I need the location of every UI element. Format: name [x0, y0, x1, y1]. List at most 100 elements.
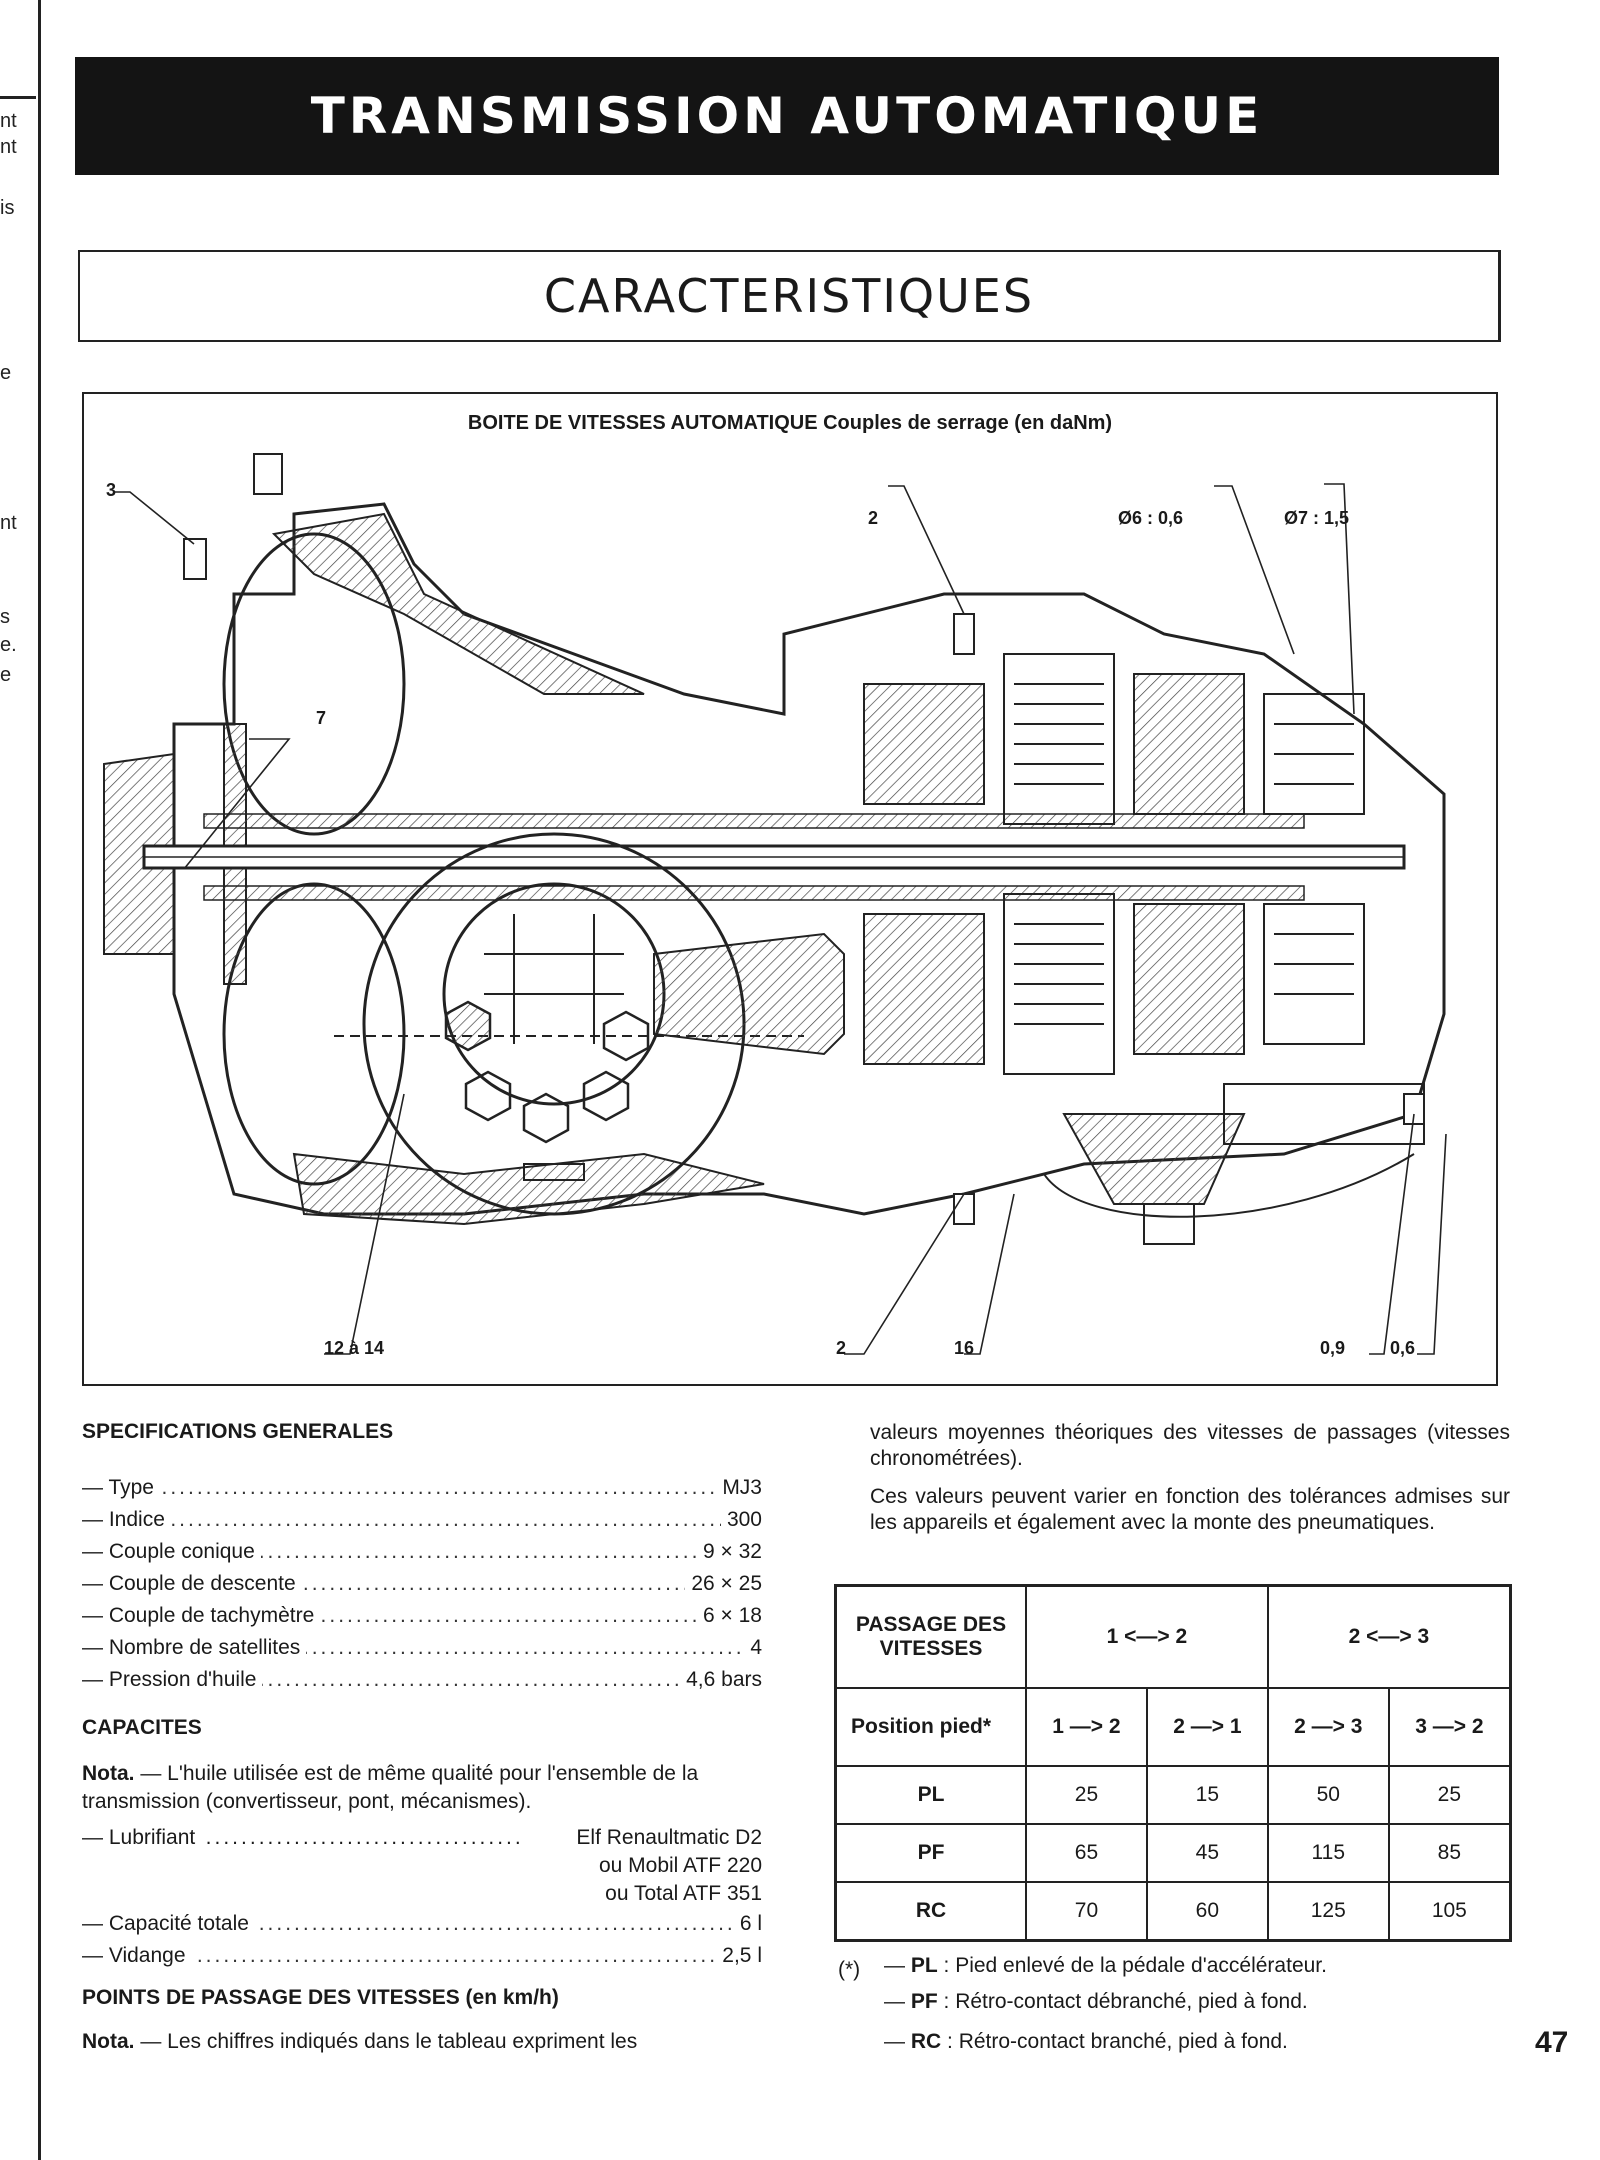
table-cell: 45: [1145, 1823, 1269, 1883]
table-cell: 15: [1145, 1765, 1269, 1825]
table-subheader: 2 —> 1: [1145, 1687, 1269, 1767]
spec-row: ........................................…: [82, 1536, 762, 1568]
callout-0-9: 0,9: [1320, 1338, 1346, 1358]
margin-fragment: s: [0, 606, 10, 628]
page-title: TRANSMISSION AUTOMATIQUE: [310, 87, 1264, 145]
specs-heading: SPECIFICATIONS GENERALES: [82, 1420, 394, 1443]
table-cell: 115: [1266, 1823, 1390, 1883]
spec-value: 6 × 18: [697, 1600, 762, 1632]
table-group-header: 1 <—> 2: [1025, 1584, 1269, 1689]
table-cell: 105: [1387, 1881, 1512, 1942]
margin-fragment: e.: [0, 634, 17, 656]
callout-12-14: 12 à 14: [324, 1338, 385, 1358]
table-cell: 25: [1025, 1765, 1148, 1825]
figure-title: BOITE DE VITESSES AUTOMATIQUE Couples de…: [467, 412, 1113, 434]
callout-2-bottom: 2: [836, 1338, 847, 1358]
spec-value: 26 × 25: [685, 1568, 762, 1600]
spec-label: — Nombre de satellites: [82, 1632, 307, 1664]
page-number: 47: [1535, 2026, 1569, 2059]
table-corner-cell: PASSAGE DES VITESSES: [834, 1584, 1027, 1689]
spec-row: ........................................…: [82, 1504, 762, 1536]
margin-fragment: is: [0, 197, 15, 219]
row-label: PL: [834, 1765, 1027, 1825]
spec-row: ........................................…: [82, 1664, 762, 1696]
margin-fragment: nt: [0, 512, 17, 534]
table-row: PF 65 45 115 85: [834, 1823, 1512, 1883]
spec-label: — Couple conique: [82, 1536, 261, 1568]
footnote-pl: — PL : Pied enlevé de la pédale d'accélé…: [884, 1954, 1327, 1977]
shift-points-table: PASSAGE DES VITESSES 1 <—> 2 2 <—> 3 Pos…: [834, 1584, 1512, 1942]
spec-value: 4,6 bars: [680, 1664, 762, 1696]
table-cell: 60: [1145, 1881, 1269, 1942]
capacity-label: — Capacité totale: [82, 1908, 255, 1940]
row-label: PF: [834, 1823, 1027, 1883]
left-column: SPECIFICATIONS GENERALES ...............…: [82, 1420, 762, 2056]
right-paragraph-1: valeurs moyennes théoriques des vitesses…: [870, 1421, 1510, 1470]
spec-value: MJ3: [716, 1472, 762, 1504]
lubrifiant-values: Elf Renaultmatic D2 ou Mobil ATF 220 ou …: [576, 1826, 762, 1905]
spec-label: — Pression d'huile: [82, 1664, 263, 1696]
right-column: valeurs moyennes théoriques des vitesses…: [870, 1420, 1510, 1536]
spec-label: — Couple de tachymètre: [82, 1600, 321, 1632]
spec-value: 300: [720, 1504, 762, 1536]
spec-label: — Indice: [82, 1504, 171, 1536]
transmission-figure: BOITE DE VITESSES AUTOMATIQUE Couples de…: [82, 392, 1498, 1386]
capacity-value: 2,5 l: [716, 1940, 762, 1972]
lubrifiant-label: — Lubrifiant: [82, 1824, 202, 1852]
table-subheader: 3 —> 2: [1387, 1687, 1512, 1767]
table-row: RC 70 60 125 105: [834, 1881, 1512, 1942]
transmission-cutaway-drawing: [103, 453, 1447, 1355]
margin-fragment: nt: [0, 110, 17, 132]
section-title: CARACTERISTIQUES: [543, 269, 1035, 323]
passage-nota: Nota. — Les chiffres indiqués dans le ta…: [82, 2030, 638, 2053]
spec-value: 9 × 32: [697, 1536, 762, 1568]
callout-3: 3: [106, 480, 117, 500]
table-cell: 65: [1025, 1823, 1148, 1883]
row-label: RC: [834, 1881, 1027, 1942]
capacites-nota: Nota. — L'huile utilisée est de même qua…: [82, 1762, 699, 1813]
section-title-box: CARACTERISTIQUES: [78, 250, 1501, 342]
spec-label: — Couple de descente: [82, 1568, 302, 1600]
footnote-pf: — PF : Rétro-contact débranché, pied à f…: [884, 1990, 1308, 2013]
left-margin-rule: [38, 0, 41, 2160]
table-subheader: 1 —> 2: [1025, 1687, 1148, 1767]
capacites-heading: CAPACITES: [82, 1716, 202, 1739]
table-cell: 125: [1266, 1881, 1390, 1942]
table-cell: 85: [1387, 1823, 1512, 1883]
table-subheader-row: Position pied* 1 —> 2 2 —> 1 2 —> 3 3 —>…: [834, 1687, 1512, 1767]
passage-heading: POINTS DE PASSAGE DES VITESSES (en km/h): [82, 1986, 559, 2009]
callout-d7: Ø7 : 1,5: [1284, 508, 1350, 528]
position-label: Position pied*: [834, 1687, 1027, 1767]
margin-fragment: e: [0, 664, 12, 686]
callout-d6: Ø6 : 0,6: [1118, 508, 1184, 528]
capacity-row: ........................................…: [82, 1908, 762, 1940]
margin-fragment: e: [0, 362, 12, 384]
lubrifiant-row: ........................................…: [82, 1824, 762, 1908]
callout-16: 16: [954, 1338, 975, 1358]
callout-2-top: 2: [868, 508, 879, 528]
table-cell: 70: [1025, 1881, 1148, 1942]
table-cell: 25: [1387, 1765, 1512, 1825]
spec-row: ........................................…: [82, 1632, 762, 1664]
callout-7: 7: [316, 708, 327, 728]
capacity-label: — Vidange: [82, 1940, 192, 1972]
callout-0-6: 0,6: [1390, 1338, 1416, 1358]
table-cell: 50: [1266, 1765, 1390, 1825]
table-header-row: PASSAGE DES VITESSES 1 <—> 2 2 <—> 3: [834, 1584, 1512, 1689]
table-group-header: 2 <—> 3: [1266, 1584, 1512, 1689]
spec-row: ........................................…: [82, 1568, 762, 1600]
footnote-marker: (*): [838, 1958, 861, 1981]
table-row: PL 25 15 50 25: [834, 1765, 1512, 1825]
margin-fragment: nt: [0, 136, 17, 158]
spec-value: 4: [744, 1632, 762, 1664]
capacity-row: ........................................…: [82, 1940, 762, 1972]
margin-dash: [0, 96, 36, 99]
title-banner: TRANSMISSION AUTOMATIQUE: [75, 57, 1499, 175]
footnote-rc: — RC : Rétro-contact branché, pied à fon…: [884, 2030, 1288, 2053]
spec-label: — Type: [82, 1472, 160, 1504]
capacity-value: 6 l: [733, 1908, 762, 1940]
spec-row: ........................................…: [82, 1600, 762, 1632]
table-subheader: 2 —> 3: [1266, 1687, 1390, 1767]
spec-row: ........................................…: [82, 1472, 762, 1504]
right-paragraph-2: Ces valeurs peuvent varier en fonction d…: [870, 1485, 1510, 1534]
